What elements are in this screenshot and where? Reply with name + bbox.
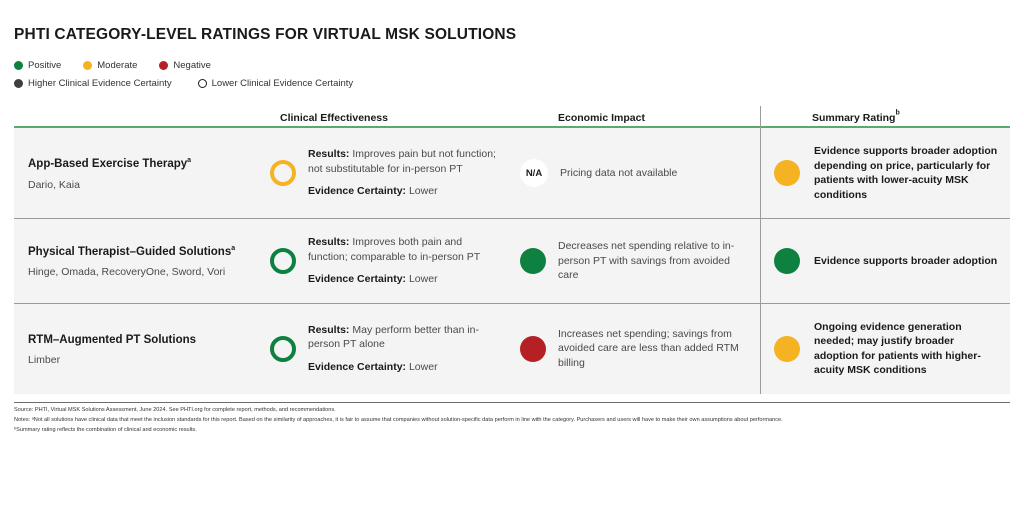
row-category-cell: Physical Therapist–Guided Solutionsa Hin… bbox=[14, 219, 262, 303]
clinical-certainty-label: Evidence Certainty: bbox=[308, 360, 407, 373]
category-title-text: Physical Therapist–Guided Solutions bbox=[28, 245, 232, 258]
column-header-economic-label: Economic Impact bbox=[558, 112, 645, 124]
row-economic-cell: N/A Pricing data not available bbox=[512, 128, 760, 218]
economic-text: Pricing data not available bbox=[560, 166, 678, 179]
table-row: RTM–Augmented PT Solutions Limber Result… bbox=[14, 303, 1010, 394]
clinical-text: Results: Improves pain but not function;… bbox=[308, 147, 504, 199]
clinical-results-label: Results: bbox=[308, 148, 350, 161]
clinical-certainty-value: Lower bbox=[408, 273, 438, 285]
row-clinical-cell: Results: Improves both pain and function… bbox=[262, 219, 512, 303]
legend-label-positive: Positive bbox=[28, 60, 62, 71]
column-header-summary-superscript: b bbox=[895, 109, 900, 117]
category-title-superscript: a bbox=[231, 245, 236, 253]
page-title: PHTI CATEGORY-LEVEL RATINGS FOR VIRTUAL … bbox=[14, 26, 517, 43]
legend: Positive Moderate Negative Higher Clinic… bbox=[14, 58, 1010, 91]
solid-dot-red-icon bbox=[159, 61, 169, 70]
legend-row-ratings: Positive Moderate Negative bbox=[14, 58, 1010, 73]
table-row: App-Based Exercise Therapya Dario, Kaia … bbox=[14, 128, 1010, 218]
row-summary-cell: Ongoing evidence generation needed; may … bbox=[760, 303, 1010, 394]
row-economic-cell: Decreases net spending relative to in-pe… bbox=[512, 219, 760, 303]
clinical-results-text: Improves pain but not function; not subs… bbox=[308, 148, 496, 175]
clinical-results-text: May perform better than in-person PT alo… bbox=[308, 323, 479, 351]
summary-text: Evidence supports broader adoption depen… bbox=[814, 145, 998, 201]
row-clinical-cell: Results: Improves pain but not function;… bbox=[262, 128, 512, 218]
clinical-results-text: Improves both pain and function; compara… bbox=[308, 236, 481, 263]
footnote-source: Source: PHTI, Virtual MSK Solutions Asse… bbox=[14, 406, 336, 413]
row-summary-cell: Evidence supports broader adoption depen… bbox=[760, 128, 1010, 218]
category-title: RTM–Augmented PT Solutions bbox=[28, 330, 252, 347]
column-header-clinical-label: Clinical Effectiveness bbox=[280, 112, 388, 124]
legend-item-lower-certainty: Lower Clinical Evidence Certainty bbox=[197, 78, 354, 89]
row-category-cell: RTM–Augmented PT Solutions Limber bbox=[14, 304, 262, 394]
table-row: Physical Therapist–Guided Solutionsa Hin… bbox=[14, 219, 1010, 303]
legend-label-higher-certainty: Higher Clinical Evidence Certainty bbox=[28, 78, 172, 89]
clinical-certainty-value: Lower bbox=[408, 360, 438, 373]
solid-dot-amber-icon bbox=[774, 335, 800, 362]
solid-dot-amber-icon bbox=[774, 160, 800, 186]
legend-label-moderate: Moderate bbox=[97, 60, 138, 71]
open-ring-amber-icon bbox=[270, 160, 296, 186]
open-ring-icon bbox=[197, 79, 207, 88]
category-title-text: App-Based Exercise Therapy bbox=[28, 158, 188, 171]
open-ring-green-icon bbox=[270, 335, 296, 362]
column-header-summary: Summary Ratingb bbox=[760, 106, 1010, 130]
clinical-certainty-label: Evidence Certainty: bbox=[308, 273, 407, 285]
legend-row-certainty: Higher Clinical Evidence Certainty Lower… bbox=[14, 76, 1010, 91]
economic-text: Decreases net spending relative to in-pe… bbox=[558, 240, 735, 281]
legend-label-negative: Negative bbox=[173, 60, 211, 71]
solid-dot-green-icon bbox=[14, 61, 23, 70]
clinical-results-label: Results: bbox=[308, 323, 350, 336]
footnote-note-a: Notes: ᵃNot all solutions have clinical … bbox=[14, 416, 783, 423]
header-divider-green bbox=[14, 126, 1010, 128]
footnotes: Source: PHTI, Virtual MSK Solutions Asse… bbox=[14, 401, 1010, 435]
legend-item-moderate: Moderate bbox=[83, 60, 137, 71]
clinical-certainty-label: Evidence Certainty: bbox=[308, 185, 407, 198]
clinical-results-label: Results: bbox=[308, 236, 350, 248]
summary-text: Ongoing evidence generation needed; may … bbox=[814, 320, 981, 377]
category-title: App-Based Exercise Therapya bbox=[28, 154, 252, 171]
row-divider bbox=[14, 218, 1010, 219]
column-header-clinical: Clinical Effectiveness bbox=[262, 108, 512, 126]
legend-item-higher-certainty: Higher Clinical Evidence Certainty bbox=[14, 78, 172, 89]
category-vendors: Dario, Kaia bbox=[28, 178, 80, 191]
solid-dot-green-icon bbox=[774, 247, 800, 274]
summary-text: Evidence supports broader adoption bbox=[814, 254, 998, 267]
legend-item-positive: Positive bbox=[14, 60, 61, 71]
clinical-text: Results: Improves both pain and function… bbox=[308, 235, 504, 287]
column-header-economic: Economic Impact bbox=[512, 108, 760, 126]
solid-dot-green-icon bbox=[520, 247, 546, 274]
row-category-cell: App-Based Exercise Therapya Dario, Kaia bbox=[14, 128, 262, 218]
row-summary-cell: Evidence supports broader adoption bbox=[760, 219, 1010, 303]
clinical-certainty-value: Lower bbox=[408, 185, 438, 198]
category-vendors: Hinge, Omada, RecoveryOne, Sword, Vori bbox=[28, 266, 226, 279]
footnote-note-b: ᵇSummary rating reflects the combination… bbox=[14, 426, 197, 433]
solid-dot-amber-icon bbox=[83, 61, 93, 70]
legend-item-negative: Negative bbox=[159, 60, 211, 71]
solid-dot-red-icon bbox=[520, 335, 546, 362]
open-ring-green-icon bbox=[270, 247, 296, 274]
column-header-summary-label: Summary Rating bbox=[812, 112, 896, 124]
category-title-superscript: a bbox=[187, 157, 192, 165]
category-title-text: RTM–Augmented PT Solutions bbox=[28, 333, 197, 346]
row-clinical-cell: Results: May perform better than in-pers… bbox=[262, 304, 512, 394]
clinical-text: Results: May perform better than in-pers… bbox=[308, 323, 504, 375]
row-divider bbox=[14, 302, 1010, 304]
category-vendors: Limber bbox=[28, 354, 61, 367]
solid-dot-dark-icon bbox=[14, 79, 23, 88]
ratings-table: Clinical Effectiveness Economic Impact S… bbox=[14, 104, 1010, 394]
na-badge-icon: N/A bbox=[520, 159, 548, 187]
economic-text: Increases net spending; savings from avo… bbox=[558, 327, 739, 369]
row-economic-cell: Increases net spending; savings from avo… bbox=[512, 304, 760, 394]
legend-label-lower-certainty: Lower Clinical Evidence Certainty bbox=[211, 78, 354, 89]
category-title: Physical Therapist–Guided Solutionsa bbox=[28, 242, 252, 259]
footnote-divider bbox=[14, 401, 1010, 403]
table-header-row: Clinical Effectiveness Economic Impact S… bbox=[14, 104, 1010, 130]
